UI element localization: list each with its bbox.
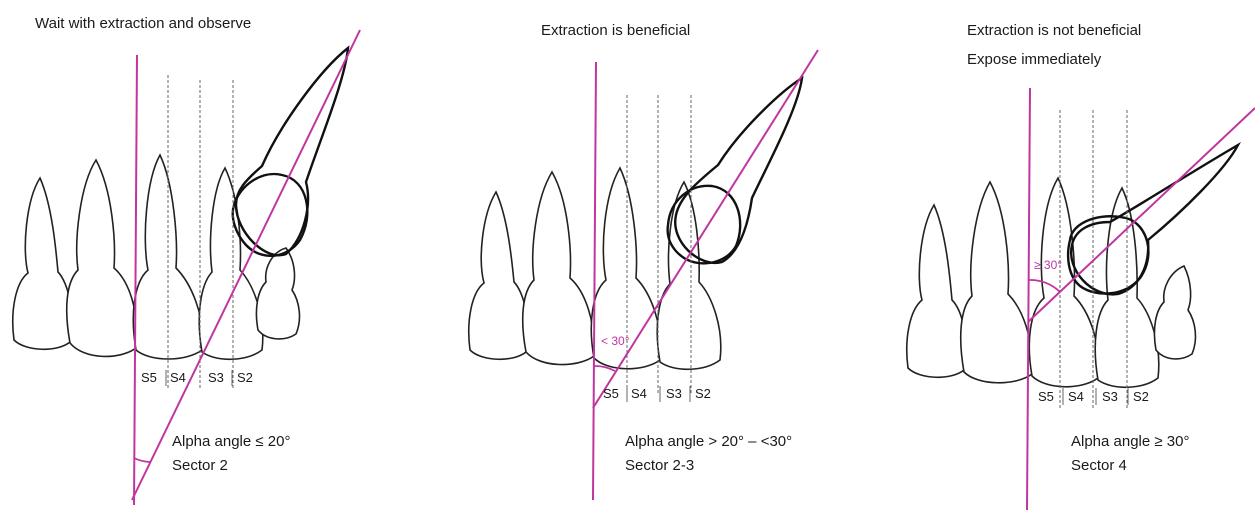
panel-1-central-incisor-left — [67, 160, 137, 356]
panel-1-lateral-incisor-left — [13, 178, 72, 349]
panel-2-central-incisor-left — [523, 172, 594, 365]
panel-3-central-incisor-left — [961, 182, 1032, 383]
panel-1-impacted-canine — [236, 48, 348, 255]
panel-3-central-incisor-right — [1029, 178, 1098, 387]
panel-3-sector-s2: S2 — [1133, 389, 1149, 404]
panel-3-caption-angle: Alpha angle ≥ 30° — [1071, 433, 1189, 450]
panel-1-sector-labels: S5 S4 S3 S2 — [141, 370, 253, 386]
panel-1-sector-s2: S2 — [237, 370, 253, 385]
panel-2-sector-s3: S3 — [666, 386, 682, 401]
panel-2-heading: Extraction is beneficial — [541, 22, 690, 39]
panel-2-sector-s5: S5 — [603, 386, 619, 401]
panel-1-midline — [134, 55, 137, 505]
panel-2-midline — [593, 62, 596, 500]
panel-2-caption-sector: Sector 2-3 — [625, 457, 694, 474]
panel-1-caption-sector: Sector 2 — [172, 457, 228, 474]
panel-2-sector-labels: S5 S4 S3 S2 — [603, 386, 711, 402]
panel-2-caption-angle: Alpha angle > 20° – <30° — [625, 433, 792, 450]
panel-1-dentition — [13, 48, 348, 359]
panel-1-alpha-arc — [134, 458, 150, 462]
panel-3-heading-line-1: Extraction is not beneficial — [967, 22, 1141, 39]
panel-3-heading-line-2: Expose immediately — [967, 51, 1102, 68]
panel-1-sector-s3: S3 — [208, 370, 224, 385]
panel-2-lateral-incisor-left — [469, 192, 528, 359]
panel-2: Extraction is beneficial < 30° S5 S4 S3 … — [469, 22, 818, 500]
panel-3-angle-badge: ≥ 30° — [1034, 258, 1062, 272]
panel-3-caption-sector: Sector 4 — [1071, 457, 1127, 474]
panel-3-lateral-incisor-left — [907, 205, 966, 377]
panel-3-sector-s5: S5 — [1038, 389, 1054, 404]
panel-1: Wait with extraction and observe S5 S4 S… — [13, 15, 360, 505]
panel-2-sector-s2: S2 — [695, 386, 711, 401]
panel-1-lateral-incisor-right — [199, 168, 263, 359]
panel-1-caption-angle: Alpha angle ≤ 20° — [172, 433, 290, 450]
panel-3-sector-s3: S3 — [1102, 389, 1118, 404]
panel-2-sector-s4: S4 — [631, 386, 647, 401]
panel-3-sector-s4: S4 — [1068, 389, 1084, 404]
panel-3-premolar — [1154, 266, 1195, 359]
panel-2-dentition — [469, 78, 802, 369]
panel-3: Extraction is not beneficial Expose imme… — [907, 22, 1255, 510]
panel-1-heading: Wait with extraction and observe — [35, 15, 251, 32]
panel-1-premolar — [256, 248, 299, 339]
panel-2-angle-badge: < 30° — [601, 334, 630, 348]
panel-3-dentition — [907, 145, 1238, 387]
panel-1-sector-s5: S5 — [141, 370, 157, 385]
panel-2-lateral-incisor-right — [657, 182, 721, 369]
panel-3-impacted-canine — [1071, 145, 1238, 294]
panel-3-midline — [1027, 88, 1030, 510]
panel-1-sector-s4: S4 — [170, 370, 186, 385]
